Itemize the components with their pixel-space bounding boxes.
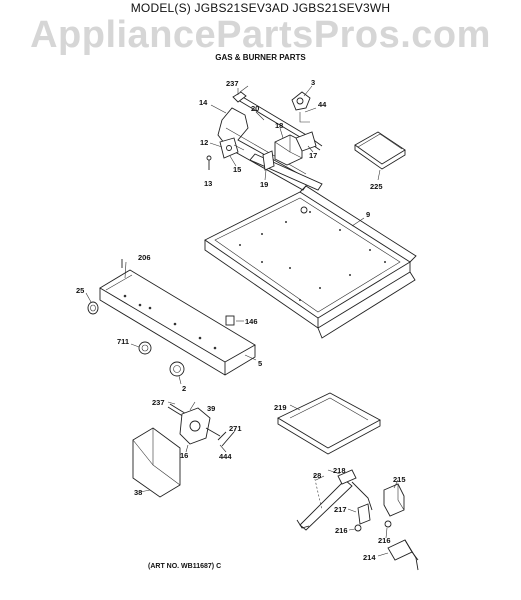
- art-number: (ART NO. WB11687) C: [148, 563, 222, 570]
- screw-271: [221, 427, 237, 447]
- callout-44: 44: [318, 100, 327, 109]
- callout-5: 5: [258, 359, 262, 368]
- callout-2: 2: [182, 384, 186, 393]
- callout-217: 217: [334, 505, 347, 514]
- callout-13: 13: [204, 179, 212, 188]
- igniter-17: [295, 131, 317, 152]
- callout-271: 271: [229, 424, 242, 433]
- callout-219: 219: [274, 403, 287, 412]
- callout-28: 28: [313, 471, 321, 480]
- manifold-bracket-5: [99, 261, 257, 376]
- callout-3: 3: [311, 78, 315, 87]
- callout-237-lower: 237: [152, 398, 165, 407]
- callout-17: 17: [309, 151, 317, 160]
- manifold-assembly: [206, 85, 323, 191]
- valve-237-top: [232, 91, 247, 103]
- knob-25: [85, 292, 99, 315]
- grommet-2: [169, 361, 185, 385]
- clip-217: [347, 503, 371, 525]
- part-146: [225, 315, 244, 326]
- shield-219: [277, 392, 381, 455]
- callout-15: 15: [233, 165, 241, 174]
- callout-206: 206: [138, 253, 151, 262]
- callout-18: 18: [275, 121, 283, 130]
- mounting-holes: [239, 211, 386, 301]
- shield-38: [132, 427, 181, 498]
- callout-20: 20: [251, 104, 259, 113]
- callout-216: 216: [335, 526, 348, 535]
- callout-19: 19: [260, 180, 268, 189]
- callout-9: 9: [366, 210, 370, 219]
- bracket-3: [291, 91, 311, 111]
- nut-216b: [384, 520, 392, 539]
- callout-237: 237: [226, 79, 239, 88]
- heat-shield-225: [354, 131, 406, 181]
- nut-216a: [348, 524, 362, 532]
- callout-146: 146: [245, 317, 258, 326]
- callout-14: 14: [199, 98, 208, 107]
- bracket-214: [377, 539, 419, 571]
- clip-19: [262, 150, 275, 171]
- valve-assembly-39: [167, 401, 227, 453]
- burner-tube-218: [296, 469, 373, 531]
- callout-444: 444: [219, 452, 232, 461]
- callout-labels: 237 3 14 20 44 18 17 12 15 13 19 225 9 2…: [76, 78, 406, 562]
- grommet-711: [130, 341, 152, 355]
- callout-38: 38: [134, 488, 142, 497]
- callout-216-right: 216: [378, 536, 391, 545]
- callout-25: 25: [76, 286, 84, 295]
- model-title: MODEL(S) JGBS21SEV3AD JGBS21SEV3WH: [130, 1, 391, 15]
- callout-225: 225: [370, 182, 383, 191]
- bracket-215: [383, 479, 405, 517]
- callout-218: 218: [333, 466, 346, 475]
- callout-711: 711: [117, 337, 129, 346]
- callout-16: 16: [180, 451, 188, 460]
- valve-12: [219, 137, 239, 159]
- callout-215: 215: [393, 475, 406, 484]
- callout-214: 214: [363, 553, 376, 562]
- watermark-logo: AppliancePartsPros.com: [30, 14, 491, 56]
- callout-39: 39: [207, 404, 215, 413]
- callout-12: 12: [200, 138, 208, 147]
- burner-box-9: [204, 185, 417, 339]
- section-title: GAS & BURNER PARTS: [215, 53, 306, 62]
